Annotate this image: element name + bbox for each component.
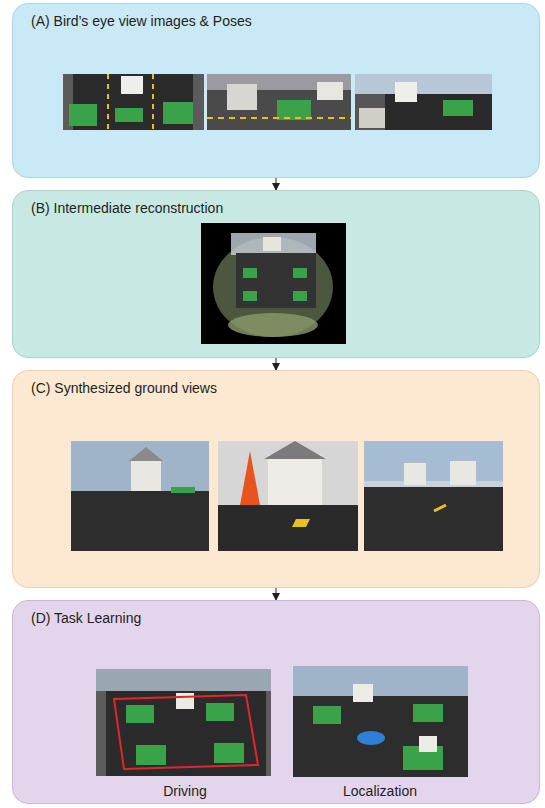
stage-panel: (A) Bird’s eye view images & Poses <box>12 3 540 178</box>
stage-panel: (C) Synthesized ground views <box>12 370 540 588</box>
ground-view-images <box>13 371 541 589</box>
stage-panel: (D) Task Learning <box>12 600 540 804</box>
stage-heading: (D) Task Learning <box>31 610 141 626</box>
birds-eye-images <box>13 4 541 179</box>
image-caption: Localization <box>343 783 417 799</box>
task-images <box>13 601 541 805</box>
image-caption: Driving <box>163 783 207 799</box>
stage-panel: (B) Intermediate reconstruction <box>12 190 540 358</box>
stage-heading: (B) Intermediate reconstruction <box>31 200 223 216</box>
stage-heading: (C) Synthesized ground views <box>31 380 217 396</box>
flow-arrow <box>276 588 277 600</box>
reconstruction-image <box>13 191 541 359</box>
stage-heading: (A) Bird’s eye view images & Poses <box>31 13 252 29</box>
flow-arrow <box>276 178 277 190</box>
flow-arrow <box>276 358 277 370</box>
